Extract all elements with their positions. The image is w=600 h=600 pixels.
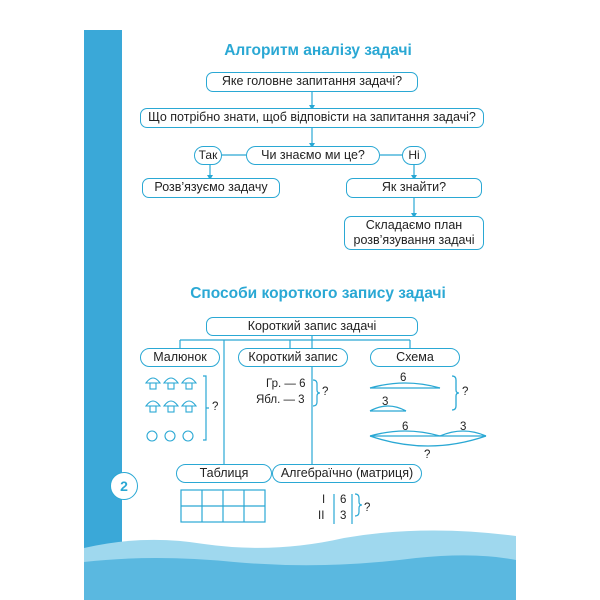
- plan-box: Складаємо план розв’язування задачі: [344, 216, 484, 250]
- short-row-2: Ябл. — 3: [256, 394, 305, 406]
- solve-box: Розв’язуємо задачу: [142, 178, 280, 198]
- left-decorative-strip: [84, 30, 122, 600]
- page-number: 2: [110, 472, 138, 500]
- matrix-row1-label: I: [322, 494, 326, 506]
- table-box: Таблиця: [176, 464, 272, 483]
- methods-title: Способи короткого запису задачі: [190, 285, 446, 302]
- mushroom-icons: [144, 377, 198, 442]
- plan-line-2: розв’язування задачі: [353, 233, 475, 247]
- algorithm-title: Алгоритм аналізу задачі: [224, 42, 412, 59]
- main-question-box: Яке головне запитання задачі?: [206, 72, 418, 92]
- scheme-label-3b: 3: [460, 421, 467, 433]
- scheme-segments: [369, 375, 487, 447]
- matrix-question: ?: [364, 502, 371, 514]
- matrix-row1-value: 6: [340, 494, 347, 506]
- scheme-question-1: ?: [462, 386, 469, 398]
- short-brace: [312, 379, 321, 407]
- do-we-know-box: Чи знаємо ми це?: [246, 146, 380, 165]
- algebraic-box: Алгебраїчно (матриця): [272, 464, 422, 483]
- drawing-brace: [203, 375, 209, 441]
- scheme-box: Схема: [370, 348, 460, 367]
- what-to-know-box: Що потрібно знати, щоб відповісти на зап…: [140, 108, 484, 128]
- plan-line-1: Складаємо план: [365, 218, 463, 232]
- scheme-question-2: ?: [424, 449, 431, 461]
- short-question: ?: [322, 386, 329, 398]
- matrix-row2-value: 3: [340, 510, 347, 522]
- scheme-label-6b: 6: [402, 421, 409, 433]
- page: [84, 0, 516, 600]
- scheme-label-3: 3: [382, 396, 389, 408]
- no-label: Ні: [402, 146, 426, 165]
- yes-label: Так: [194, 146, 222, 165]
- drawing-question: ?: [212, 401, 219, 413]
- drawing-box: Малюнок: [140, 348, 220, 367]
- matrix-row2-label: II: [318, 510, 325, 522]
- short-row-1: Гр. — 6: [266, 378, 306, 390]
- how-to-find-box: Як знайти?: [346, 178, 482, 198]
- table-grid: [180, 489, 266, 523]
- scheme-label-6: 6: [400, 372, 407, 384]
- short-notation-box: Короткий запис: [238, 348, 348, 367]
- short-record-root-box: Короткий запис задачі: [206, 317, 418, 336]
